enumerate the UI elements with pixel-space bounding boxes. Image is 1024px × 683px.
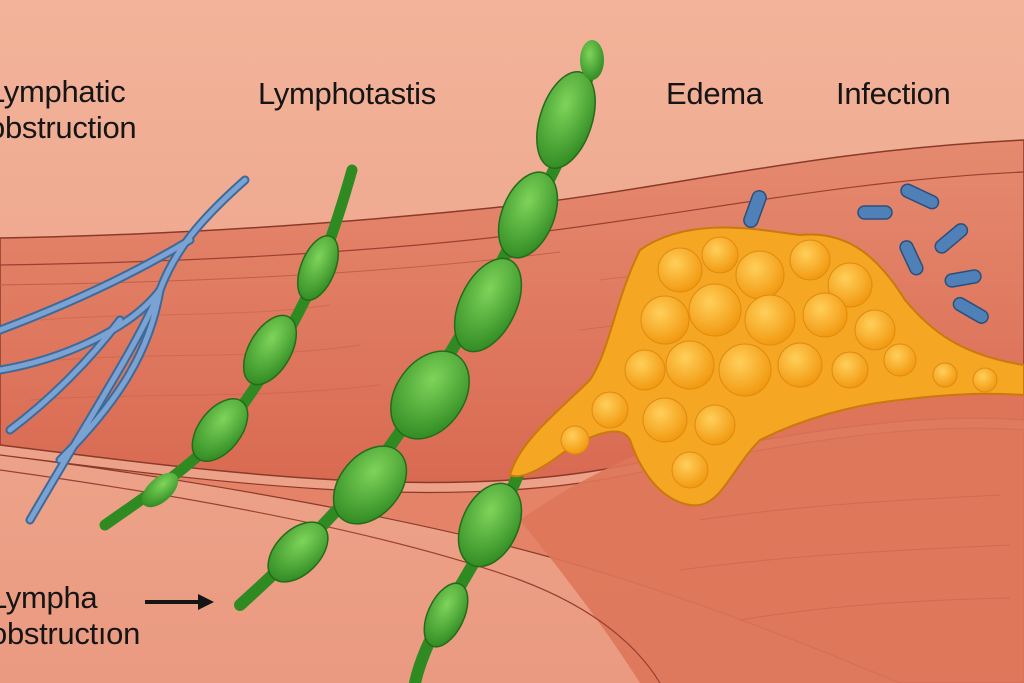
label-edema: Edema	[666, 76, 763, 111]
membrane-line	[0, 469, 661, 683]
dilated-vessel-2	[234, 40, 604, 611]
label-line: Lymphatic	[0, 74, 126, 109]
label-lymphatic-obstruction: Lymphatic obstruction	[0, 74, 137, 146]
right-arrow-icon	[145, 594, 214, 610]
dilated-vessel-1	[99, 164, 358, 531]
label-infection: Infection	[836, 76, 951, 111]
bacteria-icon	[743, 183, 989, 324]
label-lympha-obstruction: Lympha obstructıon	[0, 580, 140, 652]
edema-fluid	[508, 226, 1024, 507]
label-line: obstructıon	[0, 616, 141, 651]
label-line: obstruction	[0, 110, 137, 145]
label-line: Lympha	[0, 580, 98, 615]
label-lymphotastis: Lymphotastis	[258, 76, 436, 111]
dilated-vessel-3	[409, 464, 526, 683]
obstructed-vessels	[0, 175, 250, 525]
